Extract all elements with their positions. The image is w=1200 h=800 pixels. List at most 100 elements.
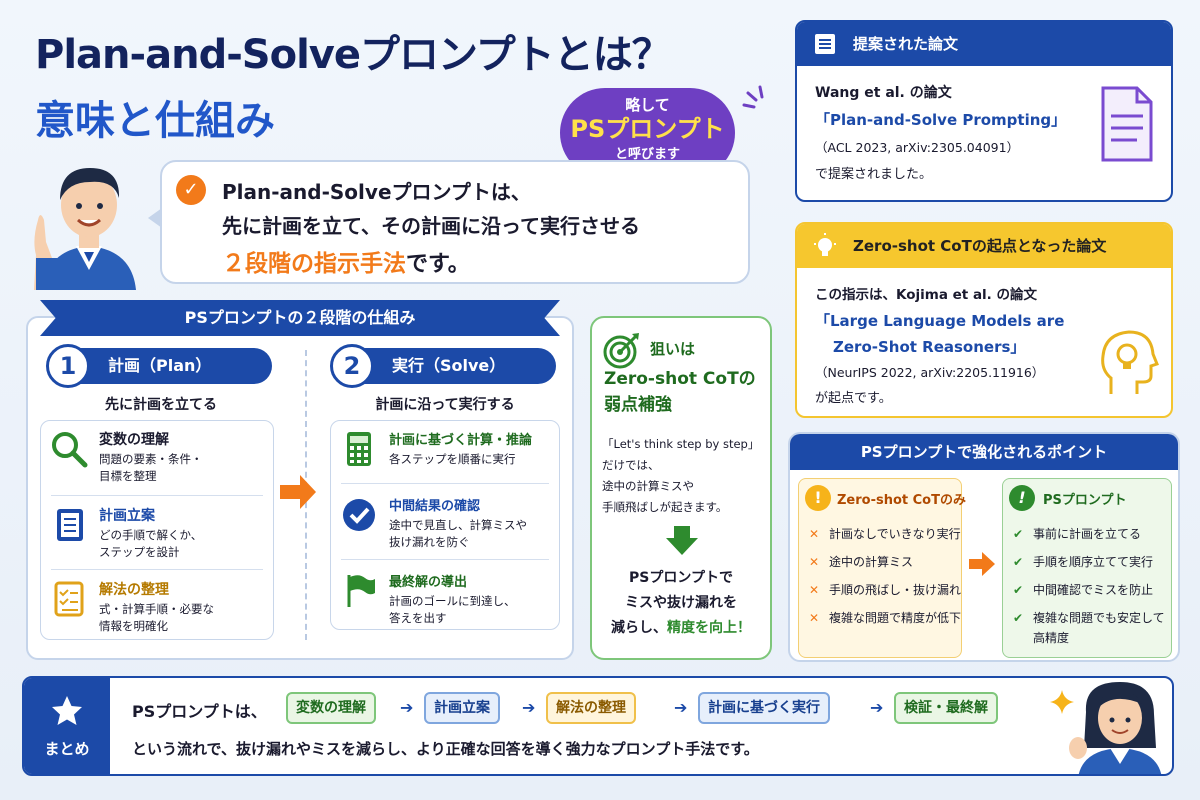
mechanism-title: PSプロンプトの２段階の仕組み xyxy=(40,300,560,336)
down-arrow-icon xyxy=(666,526,698,555)
checklist-icon xyxy=(54,581,84,617)
check-icon: ✓ xyxy=(176,175,206,205)
summary-tag-variables: 変数の理解 xyxy=(286,692,376,724)
aim-zeroshot: Zero-shot CoTの xyxy=(604,369,756,389)
plan-item-desc: どの手順で解くか、ステップを設計 xyxy=(99,528,203,559)
lightbulb-icon xyxy=(814,233,836,256)
target-icon xyxy=(603,333,639,369)
page-subtitle: 意味と仕組み xyxy=(35,98,275,144)
summary-banner: まとめ PSプロンプトは、 変数の理解 ➔ 計画立案 ➔ 解法の整理 ➔ 計画に… xyxy=(22,676,1174,776)
solve-item-desc: 計画のゴールに到達し、答えを出す xyxy=(389,594,516,625)
woman-icon xyxy=(1069,682,1162,774)
page-title: Plan-and-Solveプロンプトとは？ xyxy=(35,32,672,78)
orange-arrow-icon xyxy=(280,475,316,509)
paper-document-icon xyxy=(1101,86,1153,162)
calculator-icon xyxy=(347,432,371,466)
zeroshot-card-body: この指示は、Kojima et al. の論文 「Large Language … xyxy=(815,287,1065,406)
sparkle-icon xyxy=(1050,690,1074,714)
summary-sentence: という流れで、抜け漏れやミスを減らし、より正確な回答を導く強力なプロンプト手法で… xyxy=(132,740,759,758)
arrow-right-icon: ➔ xyxy=(870,698,884,717)
zeroshot-origin-card: Zero-shot CoTの起点となった論文 この指示は、Kojima et a… xyxy=(795,222,1173,418)
solve-step-subtitle: 計画に沿って実行する xyxy=(375,397,515,413)
definition-line-1: Plan-and-Solveプロンプトは、 xyxy=(222,180,531,204)
ps-bubble-main: PSプロンプト xyxy=(570,115,725,143)
definition-highlight: ２段階の指示手法 xyxy=(222,251,406,277)
points-card-header: PSプロンプトで強化されるポイント xyxy=(790,434,1178,470)
summary-tag-execution: 計画に基づく実行 xyxy=(698,692,830,724)
strength-item: ✔事前に計画を立てる xyxy=(1013,527,1142,541)
arrow-right-icon: ➔ xyxy=(522,698,536,717)
summary-tag-solution: 解法の整理 xyxy=(546,692,636,724)
summary-label-block: まとめ xyxy=(24,678,110,774)
zeroshot-card-title: Zero-shot CoTの起点となった論文 xyxy=(853,237,1107,255)
summary-tag-planning: 計画立案 xyxy=(424,692,500,724)
document-icon xyxy=(815,34,835,54)
ps-prompt-title: PSプロンプト xyxy=(1043,493,1127,508)
plan-item-title: 計画立案 xyxy=(99,508,155,524)
aim-label: 狙いは xyxy=(650,340,696,358)
summary-lead: PSプロンプトは、 xyxy=(132,702,267,721)
zeroshot-card-header: Zero-shot CoTの起点となった論文 xyxy=(797,224,1171,268)
paper-card-title: 提案された論文 xyxy=(853,35,959,53)
solve-item-check: 中間結果の確認 途中で見直し、計算ミスや抜け漏れを防ぐ xyxy=(331,487,559,557)
weakness-item: ✕手順の飛ばし・抜け漏れ xyxy=(809,583,962,597)
zeroshot-only-title: Zero-shot CoTのみ xyxy=(837,493,966,508)
aim-result: PSプロンプトでミスや抜け漏れを 減らし、精度を向上！ xyxy=(611,570,751,636)
paper-card-body: Wang et al. の論文 「Plan-and-Solve Promptin… xyxy=(815,85,1067,182)
solve-item-title: 計画に基づく計算・推論 xyxy=(389,433,533,448)
plan-item-desc: 問題の要素・条件・目標を整理 xyxy=(99,452,203,483)
sparkle-rays-icon xyxy=(742,85,764,109)
flag-icon xyxy=(347,575,375,607)
definition-line-3: ２段階の指示手法です。 xyxy=(222,244,470,278)
solve-item-calc: 計画に基づく計算・推論 各ステップを順番に実行 xyxy=(331,421,559,483)
strength-item-cont: 高精度 xyxy=(1033,631,1070,645)
strength-item: ✔手順を順序立てて実行 xyxy=(1013,555,1154,569)
weakness-item: ✕複雑な問題で精度が低下 xyxy=(809,611,962,625)
weakness-item: ✕途中の計算ミス xyxy=(809,555,914,569)
proposed-paper-card: 提案された論文 Wang et al. の論文 「Plan-and-Solve … xyxy=(795,20,1173,202)
orange-arrow-icon xyxy=(969,552,995,576)
warning-icon: ! xyxy=(805,485,831,511)
aim-weakness: 弱点補強 xyxy=(604,395,672,415)
solve-item-desc: 途中で見直し、計算ミスや抜け漏れを防ぐ xyxy=(389,518,527,549)
ps-bubble-bottom: と呼びます xyxy=(614,147,680,162)
solve-item-final: 最終解の導出 計画のゴールに到達し、答えを出す xyxy=(331,563,559,629)
definition-speech-box: ✓ Plan-and-Solveプロンプトは、 先に計画を立て、その計画に沿って… xyxy=(148,160,750,284)
ps-prompt-column: ! PSプロンプト ✔事前に計画を立てる ✔手順を順序立てて実行 ✔中間確認でミ… xyxy=(1002,478,1172,658)
solve-items-box: 計画に基づく計算・推論 各ステップを順番に実行 中間結果の確認 途中で見直し、計… xyxy=(330,420,560,630)
strength-item: ✔複雑な問題でも安定して xyxy=(1013,611,1165,625)
solve-step-number: 2 xyxy=(330,344,374,388)
plan-item-planning: 計画立案 どの手順で解くか、ステップを設計 xyxy=(41,497,273,569)
summary-tag-verification: 検証・最終解 xyxy=(894,692,998,724)
solve-item-title: 中間結果の確認 xyxy=(389,499,481,514)
exclaim-icon: ! xyxy=(1009,485,1035,511)
definition-line-3-rest: です。 xyxy=(406,252,470,277)
plan-item-title: 解法の整理 xyxy=(99,582,169,598)
definition-line-2: 先に計画を立て、その計画に沿って実行させる xyxy=(222,214,640,238)
plan-step-subtitle: 先に計画を立てる xyxy=(105,397,217,413)
aim-panel: 狙いは Zero-shot CoTの 弱点補強 「Let's think ste… xyxy=(590,316,772,660)
enhancement-points-card: PSプロンプトで強化されるポイント ! Zero-shot CoTのみ ✕計画な… xyxy=(788,432,1180,662)
plan-items-box: 変数の理解 問題の要素・条件・目標を整理 計画立案 どの手順で解くか、ステップを… xyxy=(40,420,274,640)
weakness-item: ✕計画なしでいきなり実行 xyxy=(809,527,961,541)
summary-label: まとめ xyxy=(44,740,90,758)
solve-item-title: 最終解の導出 xyxy=(389,575,468,590)
aim-body: 「Let's think step by step」だけでは、途中の計算ミスや手… xyxy=(602,437,760,514)
plan-step-number: 1 xyxy=(46,344,90,388)
head-idea-icon xyxy=(1101,330,1159,394)
zeroshot-only-column: ! Zero-shot CoTのみ ✕計画なしでいきなり実行 ✕途中の計算ミス … xyxy=(798,478,966,658)
arrow-right-icon: ➔ xyxy=(674,698,688,717)
magnifier-icon xyxy=(52,432,88,468)
star-icon xyxy=(52,696,82,725)
plan-item-desc: 式・計算手順・必要な情報を明確化 xyxy=(99,602,214,633)
paper-card-header: 提案された論文 xyxy=(797,22,1171,66)
plan-item-variables: 変数の理解 問題の要素・条件・目標を整理 xyxy=(41,421,273,493)
plan-item-solution: 解法の整理 式・計算手順・必要な情報を明確化 xyxy=(41,571,273,641)
plan-item-title: 変数の理解 xyxy=(99,432,169,448)
solve-item-desc: 各ステップを順番に実行 xyxy=(389,452,516,466)
ps-bubble-top: 略して xyxy=(625,96,670,114)
presenter-man-icon xyxy=(34,168,136,290)
notebook-icon xyxy=(57,509,83,541)
check-circle-icon xyxy=(343,499,375,531)
arrow-right-icon: ➔ xyxy=(400,698,414,717)
